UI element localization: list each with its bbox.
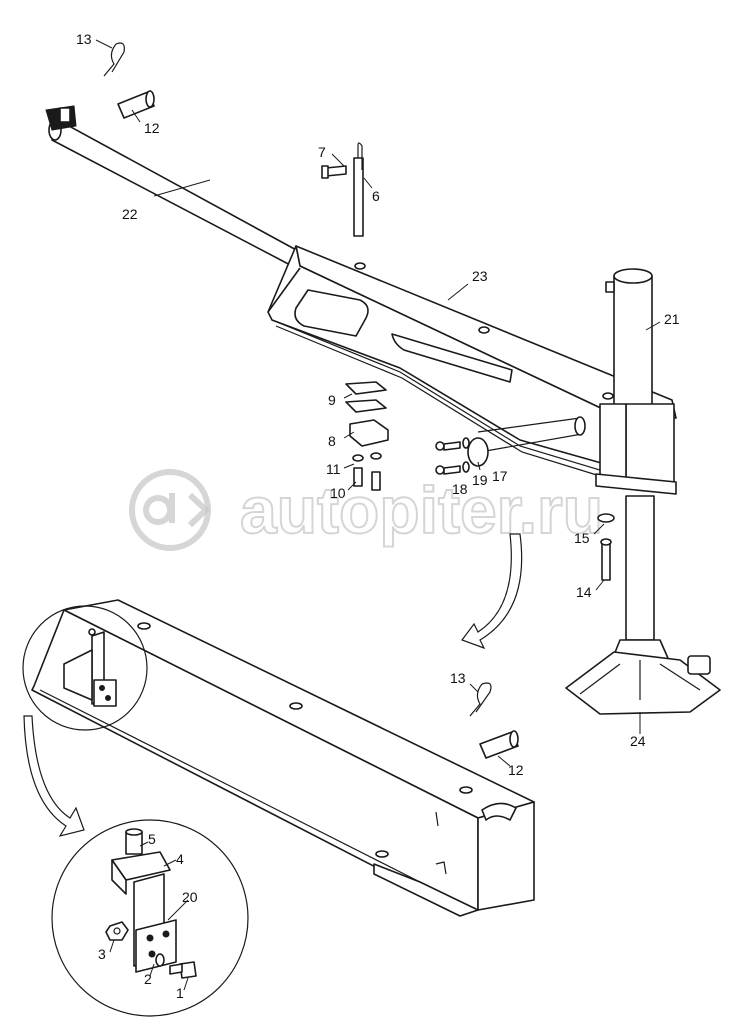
callout-7: 7: [318, 144, 326, 160]
part-23-beam: [267, 245, 677, 485]
part-12-pin-bottom: [479, 730, 519, 759]
callout-13-bottom: 13: [450, 670, 466, 686]
callout-18: 18: [452, 481, 468, 497]
parts-14-15: [597, 513, 615, 581]
callout-14: 14: [576, 584, 592, 600]
callout-23: 23: [472, 268, 488, 284]
callout-2: 2: [144, 971, 152, 987]
callout-leaders: [95, 39, 661, 991]
callout-12-top: 12: [144, 120, 160, 136]
part-24-jack-foot: [565, 495, 721, 715]
callout-9: 9: [328, 392, 336, 408]
part-22-tube: [45, 105, 301, 269]
parts-18-19-fasteners: [435, 437, 489, 475]
callout-8: 8: [328, 433, 336, 449]
callout-4: 4: [176, 851, 184, 867]
callout-12-bottom: 12: [508, 762, 524, 778]
callout-20: 20: [182, 889, 198, 905]
callout-22: 22: [122, 206, 138, 222]
callout-24: 24: [630, 733, 646, 749]
callout-11: 11: [326, 461, 341, 477]
part-21-column: [595, 268, 677, 495]
callout-21: 21: [664, 311, 680, 327]
part-6-pin: [353, 142, 364, 237]
callout-6: 6: [372, 188, 380, 204]
callout-10: 10: [330, 485, 346, 501]
callout-17: 17: [492, 468, 508, 484]
callout-1: 1: [176, 985, 184, 1001]
detail-circle-left: [22, 605, 148, 731]
detail-circle-enlarged: [51, 819, 249, 1017]
callout-3: 3: [98, 946, 106, 962]
watermark-text: autopiter.ru: [240, 473, 603, 547]
part-7-bolt: [321, 165, 347, 179]
callout-19: 19: [472, 472, 488, 488]
callout-13-top: 13: [76, 31, 92, 47]
callout-5: 5: [148, 831, 156, 847]
top-boom-assembly: [45, 42, 721, 715]
direction-arrow-detail: [23, 715, 85, 837]
part-13-clip-bottom: [469, 682, 492, 717]
bottom-beam-assembly: [31, 599, 535, 917]
watermark: autopiter.ru: [129, 469, 604, 551]
callout-15: 15: [574, 530, 590, 546]
direction-arrow-main: [461, 533, 523, 650]
part-12-pin-top: [117, 90, 155, 119]
parts-8-9-10-11: [345, 381, 389, 491]
watermark-logo-mark: [143, 492, 211, 528]
callout-labels: 13 12 7 6 22 23 21 9 8 11 10 18 19 17 15…: [76, 31, 680, 1001]
part-13-clip-top: [103, 42, 125, 77]
